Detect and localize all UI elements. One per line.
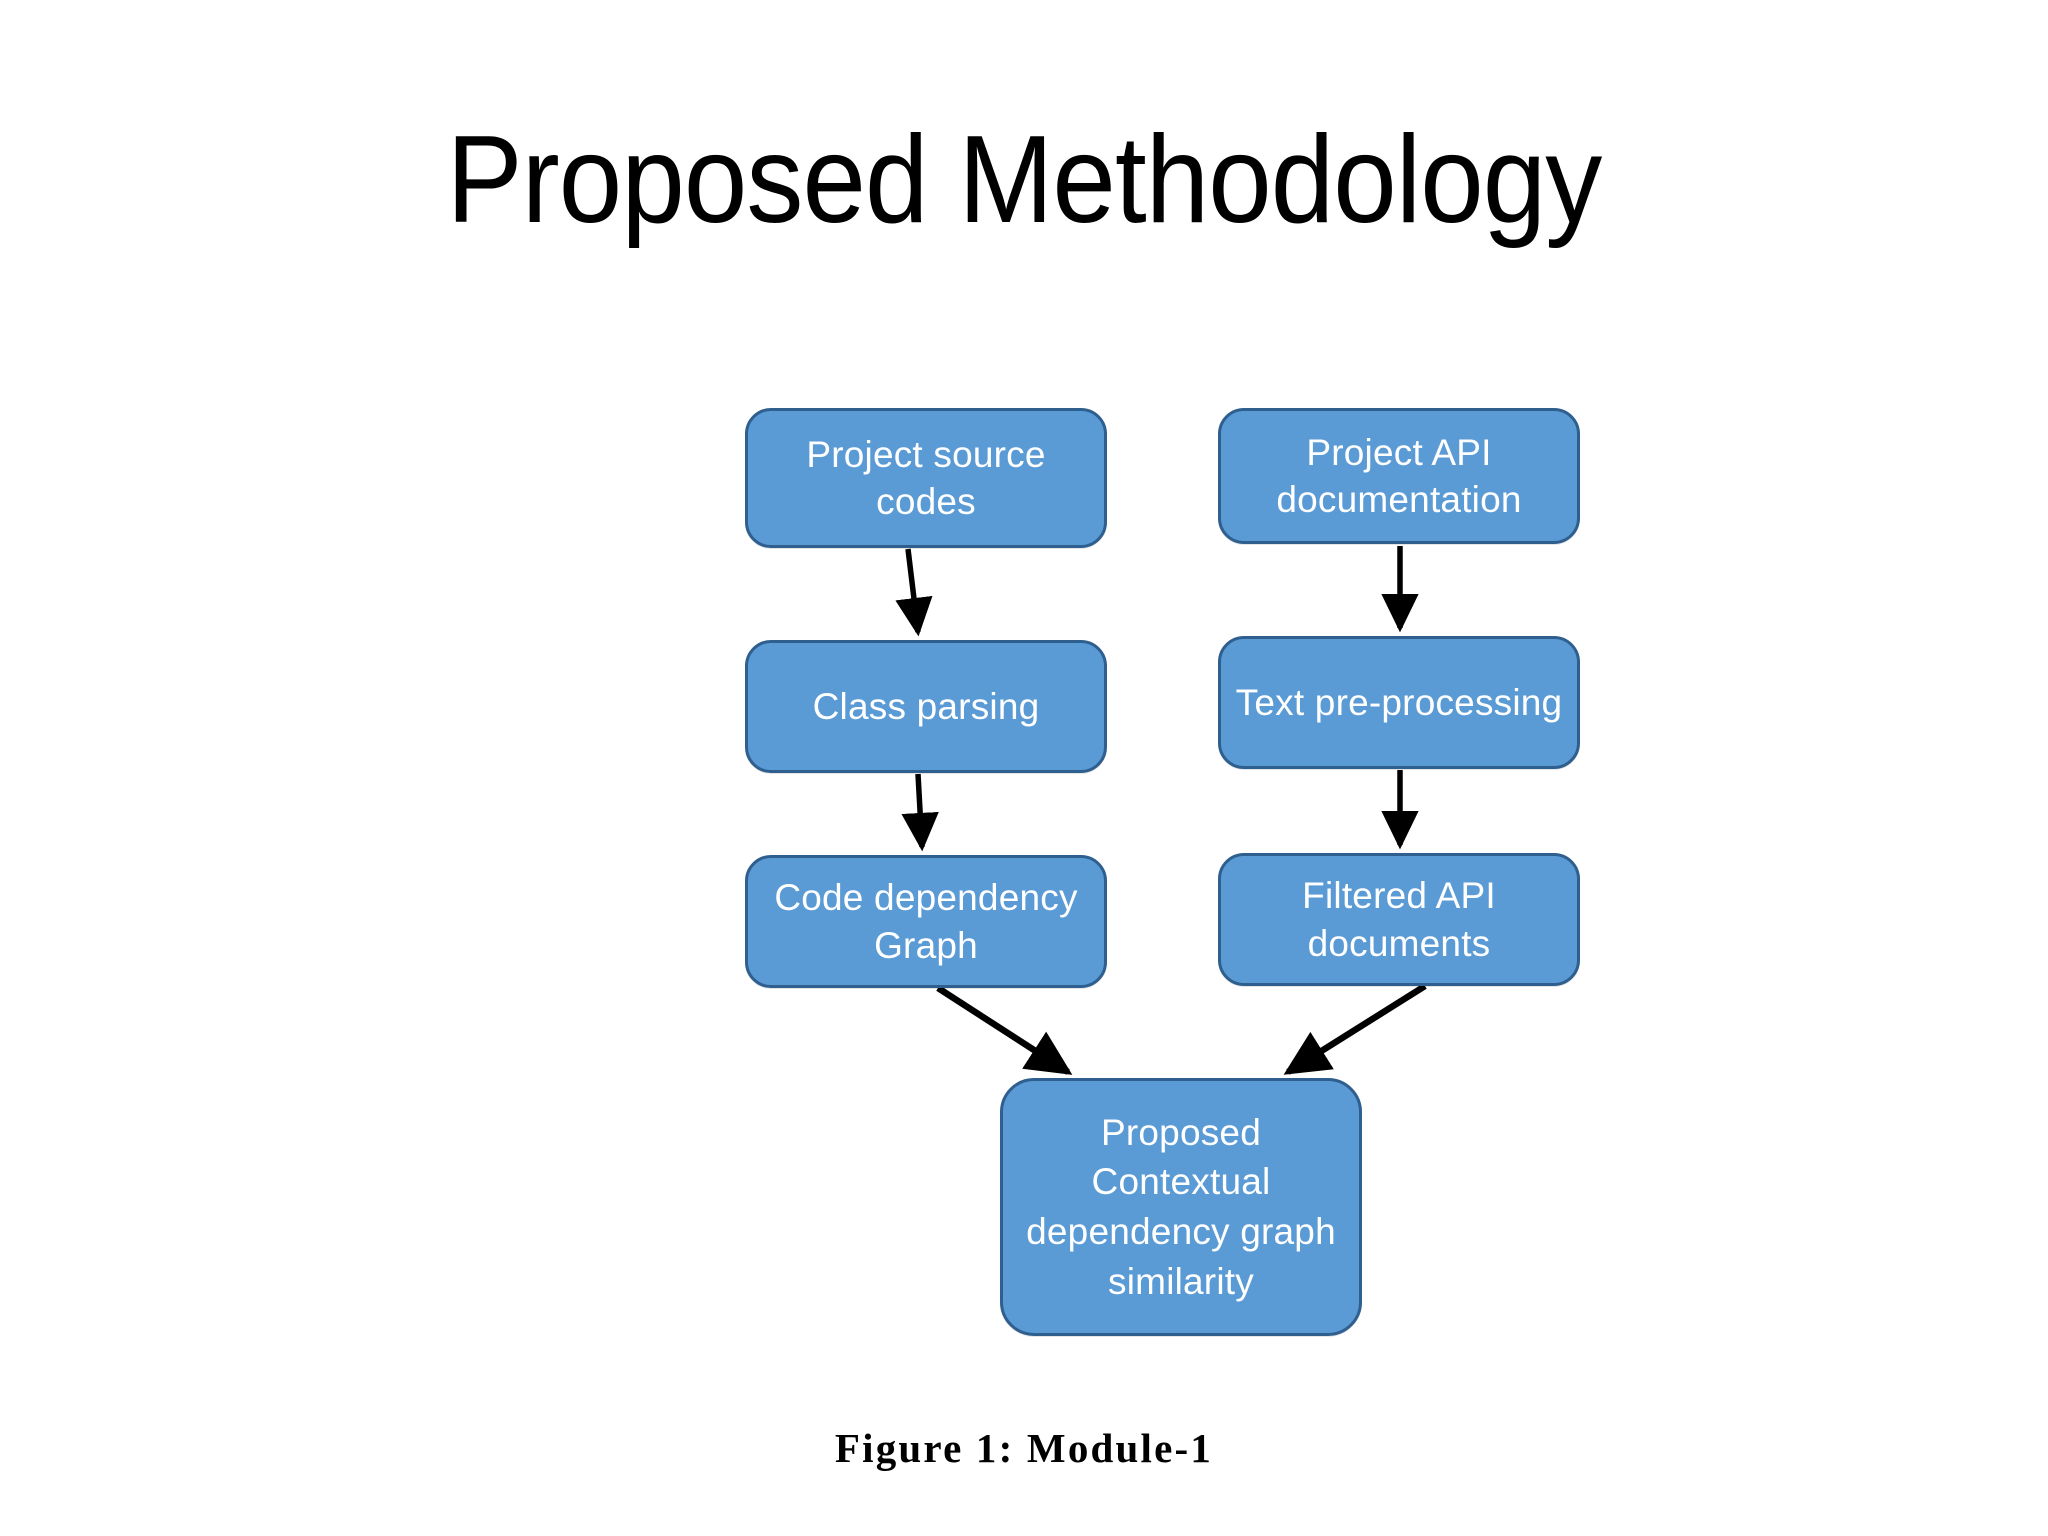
edge-code-graph-to-proposed xyxy=(936,985,1073,1075)
node-text-pre-processing[interactable]: Text pre-processing xyxy=(1218,636,1580,769)
page-title: Proposed Methodology xyxy=(446,111,1603,249)
node-project-source-codes[interactable]: Project source codes xyxy=(745,408,1107,548)
edge-class-parsing-to-code-graph xyxy=(901,773,939,852)
edge-filtered-api-to-proposed xyxy=(1283,983,1427,1075)
node-code-dependency-graph[interactable]: Code dependency Graph xyxy=(745,855,1107,988)
node-filtered-api-documents[interactable]: Filtered API documents xyxy=(1218,853,1580,986)
node-project-api-documentation[interactable]: Project API documentation xyxy=(1218,408,1580,544)
figure-caption: Figure 1: Module-1 xyxy=(834,1425,1214,1471)
node-proposed-contextual-dependency-graph-similarity[interactable]: Proposed Contextual dependency graph sim… xyxy=(1000,1078,1362,1336)
edge-source-codes-to-class-parsing xyxy=(895,548,933,637)
node-class-parsing[interactable]: Class parsing xyxy=(745,640,1107,773)
